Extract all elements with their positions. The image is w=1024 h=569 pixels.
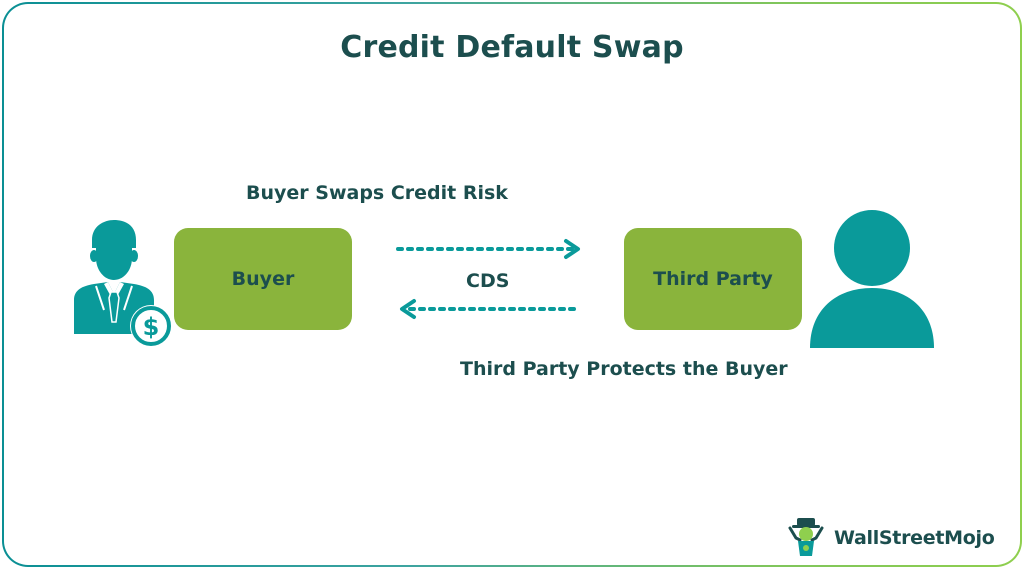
label-buyer-swaps-risk: Buyer Swaps Credit Risk [246, 182, 508, 204]
svg-text:$: $ [143, 313, 160, 341]
node-third-party: Third Party [624, 228, 802, 330]
dotted-arrow-left-icon [400, 299, 580, 319]
node-buyer: Buyer [174, 228, 352, 330]
person-silhouette-icon [810, 210, 934, 348]
dotted-arrow-right-icon [396, 239, 580, 259]
mascot-logo-icon [788, 518, 824, 556]
diagram-graphics: $ [74, 210, 934, 348]
diagram-title: Credit Default Swap [340, 30, 684, 65]
brand-logo: WallStreetMojo [784, 516, 995, 560]
label-cds: CDS [466, 270, 510, 292]
label-third-party-protects: Third Party Protects the Buyer [460, 358, 788, 380]
diagram-canvas: Credit Default Swap Buyer Swaps Credit R… [4, 4, 1020, 565]
businessman-dollar-icon: $ [74, 220, 172, 347]
brand-logo-text: WallStreetMojo [834, 527, 995, 549]
